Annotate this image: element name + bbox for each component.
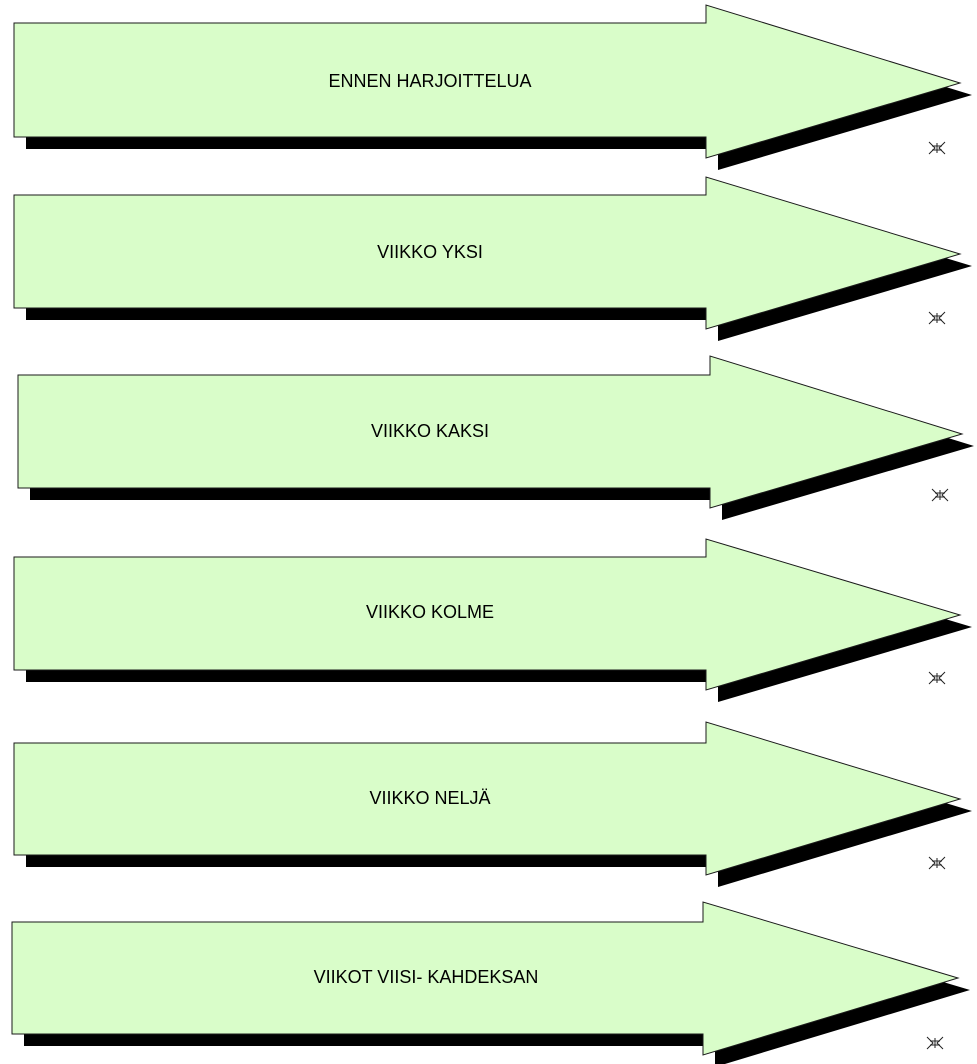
arrow-label: VIIKKO NELJÄ [369, 788, 490, 808]
arrow-body [13, 538, 962, 691]
arrow-body [13, 721, 962, 876]
link-icon [931, 488, 949, 502]
link-icon [928, 311, 946, 325]
arrow-shape-6: VIIKOT VIISI- KAHDEKSAN [11, 901, 970, 1064]
arrow-label: VIIKKO KOLME [366, 602, 494, 622]
arrow-body [17, 355, 964, 509]
arrow-shape-4: VIIKKO KOLME [13, 538, 972, 702]
arrow-shape-3: VIIKKO KAKSI [17, 355, 974, 520]
link-icon [928, 856, 946, 870]
arrow-shape-2: VIIKKO YKSI [13, 176, 972, 341]
link-icon [928, 141, 946, 155]
arrow-body [13, 176, 962, 330]
arrow-shape-1: ENNEN HARJOITTELUA [13, 4, 972, 170]
arrow-label: VIIKKO YKSI [377, 242, 483, 262]
arrow-shape-5: VIIKKO NELJÄ [13, 721, 972, 887]
link-icon [926, 1036, 944, 1050]
link-icon [928, 671, 946, 685]
arrow-label: VIIKKO KAKSI [371, 421, 489, 441]
arrow-label: VIIKOT VIISI- KAHDEKSAN [314, 967, 539, 987]
arrow-body [11, 901, 960, 1056]
arrow-body [13, 4, 962, 159]
arrow-label: ENNEN HARJOITTELUA [328, 71, 531, 91]
